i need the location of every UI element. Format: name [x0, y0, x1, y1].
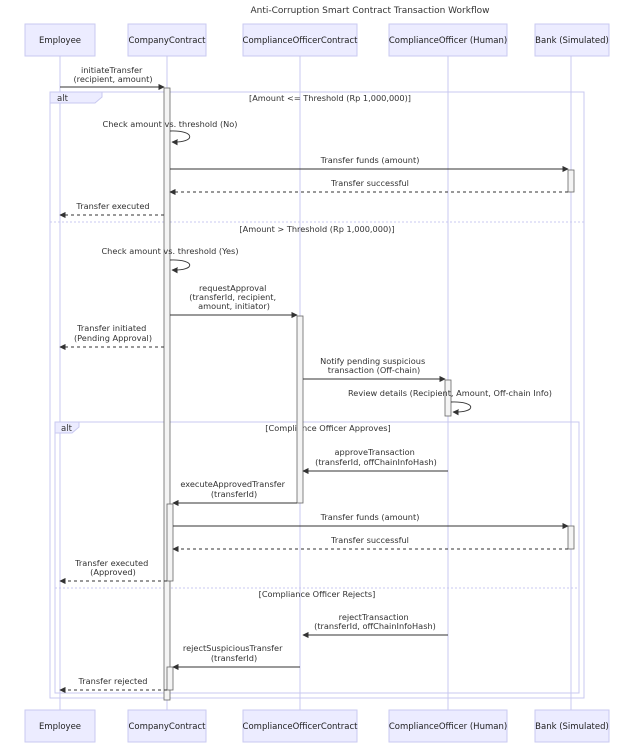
actor-bank[interactable]: Bank (Simulated) — [534, 23, 610, 57]
actor-label: ComplianceOfficer (Human) — [389, 722, 507, 732]
actor-box — [388, 23, 508, 57]
actor-compliance-officer-human-bottom[interactable]: ComplianceOfficer (Human) — [388, 709, 508, 743]
actor-box — [242, 23, 358, 57]
actor-box — [388, 709, 508, 743]
actor-label: CompanyContract — [128, 36, 206, 46]
message-label: rejectSuspiciousTransfer (transferId) — [183, 643, 285, 663]
message-label: Transfer initiated (Pending Approval) — [74, 323, 152, 343]
alt-frame-inner: alt [Compliance Officer Approves] [Compl… — [54, 421, 580, 694]
self-message-arrow — [169, 130, 191, 146]
message-label: requestApproval (transferId, recipient, … — [189, 283, 278, 311]
activations — [163, 87, 575, 701]
message-label: initiateTransfer (recipient, amount) — [73, 65, 152, 84]
message-label: Transfer executed (Approved) — [74, 558, 151, 577]
activation-company-reject — [166, 666, 174, 691]
alt-outer-tab — [49, 91, 103, 104]
alt-outer-condition-1: [Amount <= Threshold (Rp 1,000,000)] — [249, 93, 411, 103]
actors-bottom: Employee CompanyContract ComplianceOffic… — [24, 709, 610, 743]
actor-company-contract-bottom[interactable]: CompanyContract — [127, 709, 207, 743]
message-label: rejectTransaction (transferId, offChainI… — [314, 612, 436, 631]
actors-top: Employee CompanyContract ComplianceOffic… — [24, 23, 610, 57]
actor-box — [127, 709, 207, 743]
actor-box — [534, 23, 610, 57]
message-label: Transfer successful — [330, 178, 409, 188]
message-label: Transfer funds (amount) — [320, 155, 420, 165]
activation-bank-1 — [567, 169, 575, 193]
actor-compliance-officer-human[interactable]: ComplianceOfficer (Human) — [388, 23, 508, 57]
self-message-arrow — [450, 401, 472, 416]
message-label: Notify pending suspicious transaction (O… — [320, 356, 428, 375]
actor-label: ComplianceOfficerContract — [243, 722, 359, 732]
actor-label: CompanyContract — [128, 722, 206, 732]
alt-inner-condition-2: [Compliance Officer Rejects] — [259, 589, 376, 599]
alt-outer-label: alt — [57, 94, 69, 104]
alt-inner-tab — [54, 421, 80, 434]
actor-label: Bank (Simulated) — [535, 722, 609, 732]
message-label: Review details (Recipient, Amount, Off-c… — [348, 388, 552, 398]
message-label: Transfer executed — [75, 201, 149, 211]
actor-label: ComplianceOfficer (Human) — [389, 36, 507, 46]
actor-label: Employee — [39, 722, 81, 732]
alt-inner-box — [54, 421, 580, 694]
actor-box — [24, 709, 96, 743]
actor-bank-bottom[interactable]: Bank (Simulated) — [534, 709, 610, 743]
alt-outer-box — [49, 91, 585, 699]
actor-box — [242, 709, 358, 743]
alt-outer-condition-2: [Amount > Threshold (Rp 1,000,000)] — [239, 224, 394, 234]
messages: initiateTransfer (recipient, amount) Che… — [59, 65, 569, 694]
actor-box — [24, 23, 96, 57]
actor-label: Employee — [39, 36, 81, 46]
message-label: Check amount vs. threshold (Yes) — [101, 246, 238, 256]
actor-compliance-officer-contract[interactable]: ComplianceOfficerContract — [242, 23, 359, 57]
message-label: approveTransaction (transferId, offChain… — [315, 447, 437, 467]
diagram-title: Anti-Corruption Smart Contract Transacti… — [250, 6, 489, 16]
actor-box — [127, 23, 207, 57]
self-message-arrow — [169, 259, 191, 274]
activation-compliance-human — [444, 379, 452, 417]
actor-employee[interactable]: Employee — [24, 23, 96, 57]
actor-employee-bottom[interactable]: Employee — [24, 709, 96, 743]
activation-compliance-contract — [296, 315, 304, 504]
activation-company-execute — [166, 503, 174, 582]
activation-company-main — [163, 87, 171, 701]
alt-frame-outer: alt [Amount <= Threshold (Rp 1,000,000)]… — [49, 91, 585, 699]
lifelines — [59, 56, 572, 710]
message-label: Transfer funds (amount) — [320, 512, 420, 522]
message-label: Check amount vs. threshold (No) — [103, 119, 238, 129]
activation-bank-2 — [567, 525, 575, 550]
message-label: Transfer successful — [330, 535, 409, 545]
message-label: Transfer rejected — [77, 676, 147, 686]
actor-compliance-officer-contract-bottom[interactable]: ComplianceOfficerContract — [242, 709, 359, 743]
alt-inner-label: alt — [61, 424, 73, 434]
actor-company-contract[interactable]: CompanyContract — [127, 23, 207, 57]
actor-label: Bank (Simulated) — [535, 36, 609, 46]
message-label: executeApprovedTransfer (transferId) — [180, 479, 287, 499]
actor-box — [534, 709, 610, 743]
actor-label: ComplianceOfficerContract — [243, 36, 359, 46]
alt-inner-condition-1: [Compliance Officer Approves] — [265, 423, 390, 433]
